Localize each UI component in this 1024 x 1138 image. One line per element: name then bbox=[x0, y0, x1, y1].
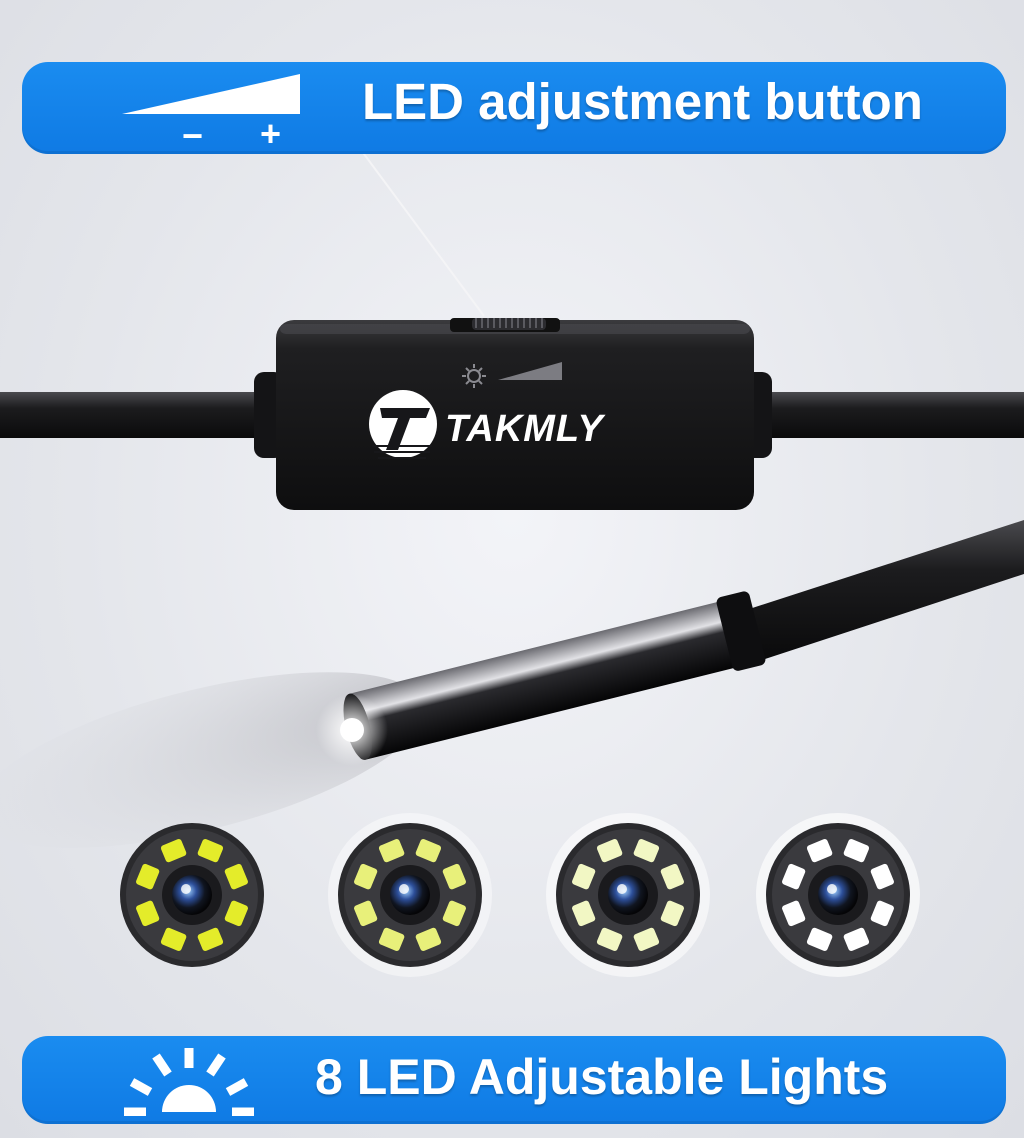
led-segment bbox=[224, 900, 248, 927]
brand-name: TAKMLY bbox=[445, 408, 604, 450]
led-segment bbox=[572, 900, 596, 927]
led-segment bbox=[596, 927, 623, 951]
banner-title: 8 LED Adjustable Lights bbox=[315, 1049, 889, 1105]
brightness-ramp-icon bbox=[122, 74, 300, 114]
camera-lens bbox=[390, 875, 430, 915]
camera-lens bbox=[818, 875, 858, 915]
led-segment bbox=[136, 900, 160, 927]
led-segment bbox=[224, 863, 248, 890]
led-segment bbox=[354, 900, 378, 927]
box-brightness-ramp-icon bbox=[498, 362, 562, 380]
led-segment bbox=[415, 927, 442, 951]
led-ring-level-3 bbox=[546, 813, 710, 977]
camera-probe bbox=[343, 591, 766, 760]
minus-label: − bbox=[182, 115, 204, 156]
led-segment bbox=[596, 839, 623, 863]
led-segment bbox=[136, 863, 160, 890]
led-segment bbox=[160, 839, 187, 863]
led-segment bbox=[633, 927, 660, 951]
led-ring-level-1 bbox=[120, 823, 264, 967]
camera-lens bbox=[172, 875, 212, 915]
led-ring-level-4 bbox=[756, 813, 920, 977]
led-segment bbox=[378, 927, 405, 951]
camera-lens bbox=[608, 875, 648, 915]
led-segment bbox=[378, 839, 405, 863]
probe-cable bbox=[740, 520, 1024, 662]
led-segment bbox=[660, 863, 684, 890]
led-segment bbox=[197, 927, 224, 951]
control-box bbox=[254, 318, 772, 510]
led-segment bbox=[415, 839, 442, 863]
led-segment bbox=[843, 927, 870, 951]
led-rings bbox=[120, 813, 920, 977]
light-beam bbox=[0, 672, 424, 848]
led-segment bbox=[843, 839, 870, 863]
banner-title: LED adjustment button bbox=[362, 73, 923, 130]
led-segment bbox=[442, 900, 466, 927]
box-sun-icon bbox=[462, 364, 486, 388]
led-segment bbox=[870, 900, 894, 927]
led-ring-level-2 bbox=[328, 813, 492, 977]
led-adjustment-banner: − + LED adjustment button bbox=[22, 62, 1006, 154]
led-segment bbox=[633, 839, 660, 863]
led-segment bbox=[870, 863, 894, 890]
led-lights-banner: 8 LED Adjustable Lights bbox=[22, 1036, 1006, 1124]
led-segment bbox=[806, 927, 833, 951]
brand-logo-icon bbox=[369, 390, 437, 459]
led-segment bbox=[572, 863, 596, 890]
led-segment bbox=[197, 839, 224, 863]
led-segment bbox=[354, 863, 378, 890]
led-segment bbox=[160, 927, 187, 951]
led-segment bbox=[782, 900, 806, 927]
led-segment bbox=[782, 863, 806, 890]
adjustment-wheel[interactable] bbox=[472, 318, 546, 330]
led-segment bbox=[660, 900, 684, 927]
plus-label: + bbox=[260, 113, 282, 154]
led-segment bbox=[806, 839, 833, 863]
probe-led bbox=[340, 718, 364, 742]
led-segment bbox=[442, 863, 466, 890]
half-sun-icon bbox=[124, 1048, 254, 1116]
